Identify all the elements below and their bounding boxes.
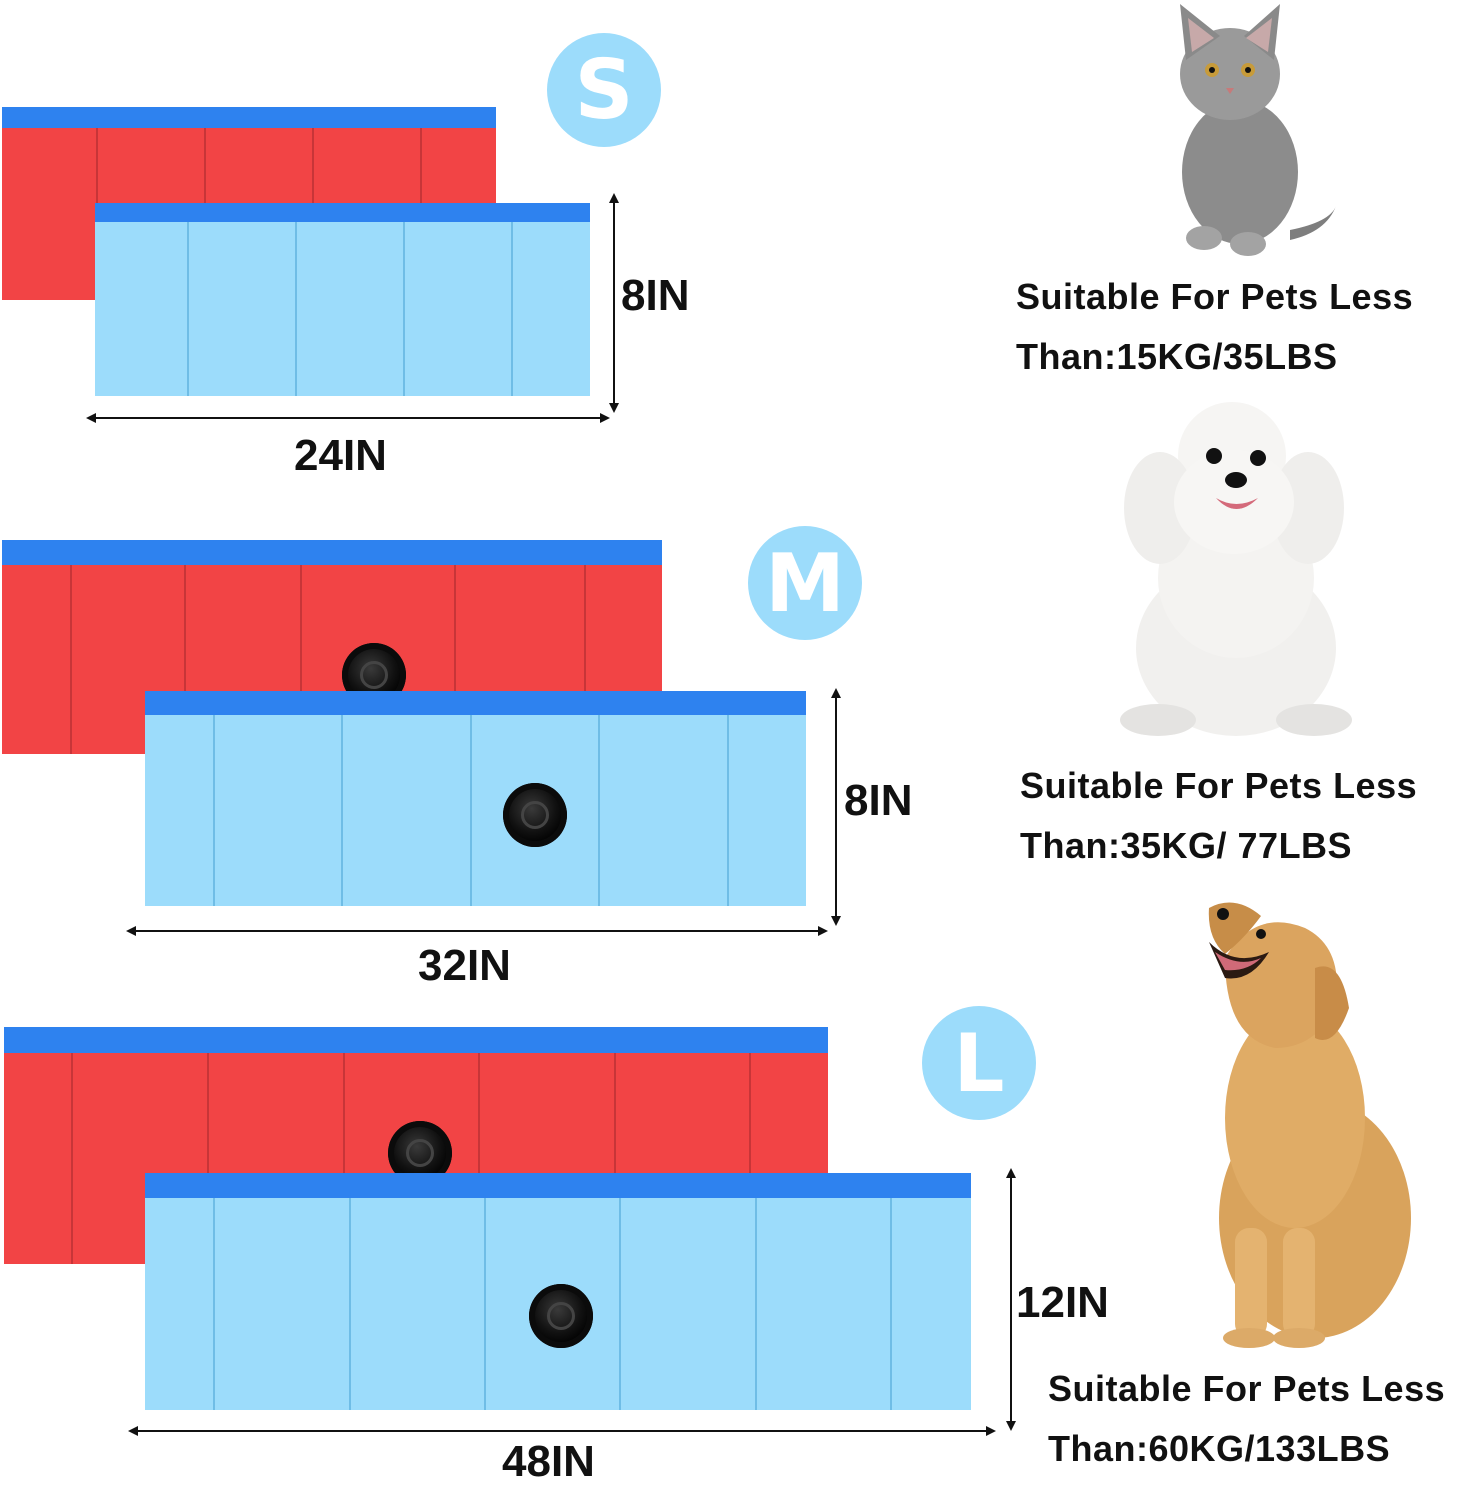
pet-caption-line2: Than:60KG/133LBS [1048,1428,1391,1469]
poodle-icon [1120,402,1352,736]
width-label: 24IN [294,431,387,480]
golden-retriever-icon [1208,902,1411,1348]
width-label: 32IN [418,941,511,990]
height-label: 8IN [621,271,690,320]
pet-caption-line1: Suitable For Pets Less [1020,765,1418,806]
cat-icon [1180,4,1336,256]
height-label: 12IN [1016,1278,1109,1327]
pet-caption-line1: Suitable For Pets Less [1048,1368,1446,1409]
size-badge-m: M [748,526,862,640]
height-label: 8IN [844,776,913,825]
size-badge-s: S [547,33,661,147]
width-label: 48IN [502,1437,595,1486]
pool-front-wall [95,203,590,396]
pet-caption-line1: Suitable For Pets Less [1016,276,1414,317]
pool-front-wall [145,1173,971,1410]
size-badge-l: L [922,1006,1036,1120]
drain-valve-icon [529,1284,593,1348]
drain-valve-icon [503,783,567,847]
pet-caption-line2: Than:15KG/35LBS [1016,336,1338,377]
pet-caption-line2: Than:35KG/ 77LBS [1020,825,1353,866]
pool-front-wall [145,691,806,906]
